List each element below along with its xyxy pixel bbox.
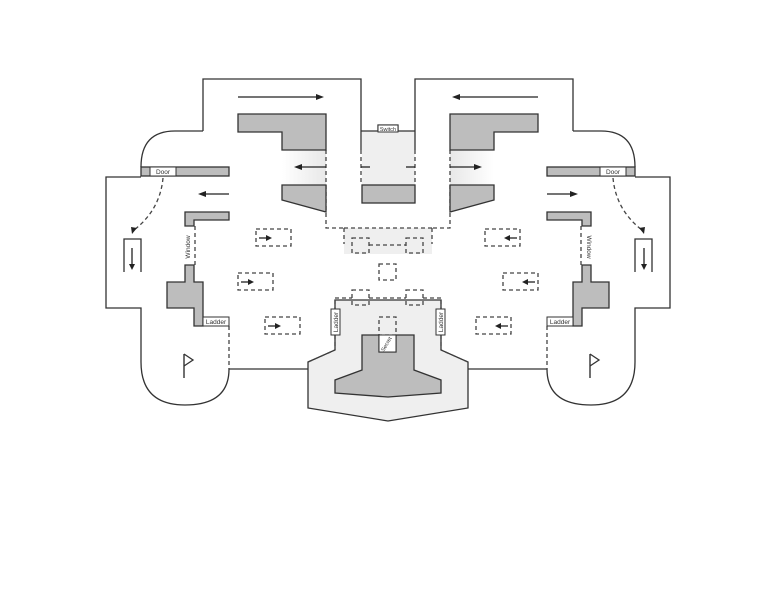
door-path-arrowhead-right xyxy=(639,227,645,234)
window-right[interactable]: Window xyxy=(585,235,592,258)
svg-text:Ladder: Ladder xyxy=(438,311,445,332)
svg-text:Ladder: Ladder xyxy=(206,319,227,326)
svg-text:Door: Door xyxy=(156,169,171,176)
switch[interactable]: Switch xyxy=(377,124,399,133)
door-right[interactable]: Door xyxy=(599,166,627,177)
gray-blocks xyxy=(140,113,636,398)
svg-text:Door: Door xyxy=(606,169,621,176)
ladder-right-outer[interactable]: Ladder xyxy=(546,316,574,327)
ladder-left-outer[interactable]: Ladder xyxy=(202,316,230,327)
ladder-center-right[interactable]: Ladder xyxy=(435,308,446,336)
svg-text:Ladder: Ladder xyxy=(333,311,340,332)
secret-passage[interactable]: Secret xyxy=(378,334,397,353)
door-left[interactable]: Door xyxy=(149,166,177,177)
svg-text:Switch: Switch xyxy=(380,127,396,133)
svg-text:Window: Window xyxy=(585,235,592,258)
ladder-center-left[interactable]: Ladder xyxy=(330,308,341,336)
flag-icon-left xyxy=(183,353,195,378)
exit-slot-left xyxy=(123,238,142,272)
window-left[interactable]: Window xyxy=(185,235,192,258)
svg-text:Window: Window xyxy=(185,235,192,258)
flag-icon-right xyxy=(589,353,601,378)
door-path-arrowhead-left xyxy=(131,227,137,234)
direction-arrows xyxy=(198,94,578,329)
svg-text:Ladder: Ladder xyxy=(550,319,571,326)
exit-slot-right xyxy=(634,238,653,272)
outer-walls xyxy=(105,78,671,406)
dashed-boundaries xyxy=(133,150,643,369)
